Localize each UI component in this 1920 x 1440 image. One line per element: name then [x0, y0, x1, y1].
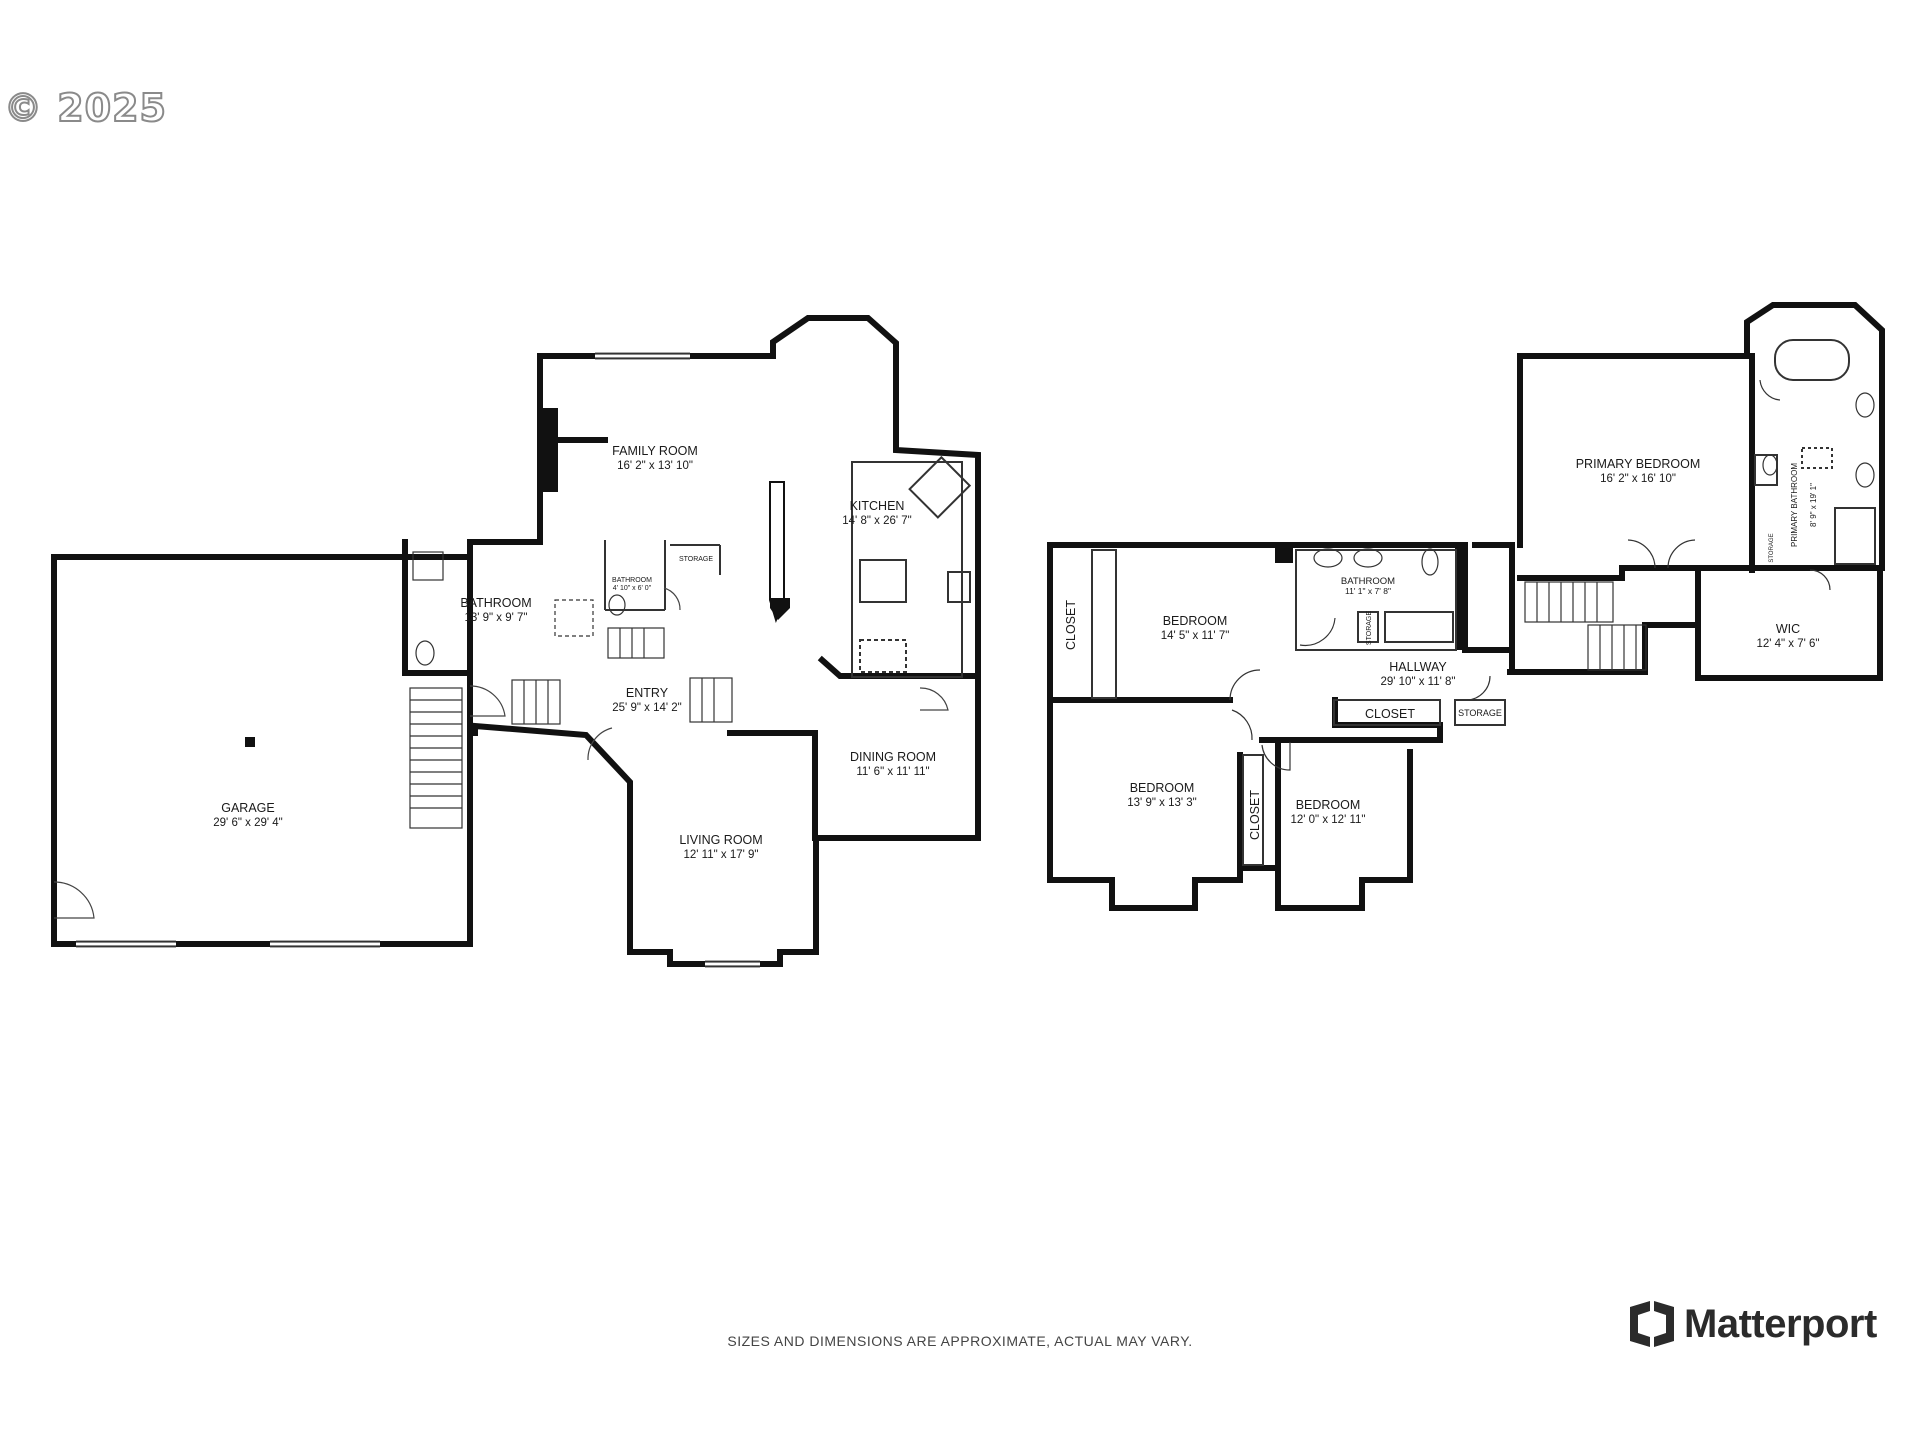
storage-hall-label: STORAGE [1458, 708, 1502, 718]
primary-bedroom-label: PRIMARY BEDROOM [1576, 457, 1701, 471]
matterport-logo: Matterport [1628, 1301, 1877, 1347]
hallway-label: HALLWAY [1389, 660, 1447, 674]
kitchen-dims: 14' 8" x 26' 7" [842, 515, 911, 527]
entry-label: ENTRY [626, 686, 669, 700]
hallway-dims: 29' 10" x 11' 8" [1380, 676, 1455, 688]
f2-bathroom-label: BATHROOM [1341, 576, 1395, 587]
family-room-label: FAMILY ROOM [612, 444, 698, 458]
dining-room-dims: 11' 6" x 11' 11" [856, 766, 929, 778]
half-bath-label: BATHROOM [612, 577, 652, 584]
dining-room-label: DINING ROOM [850, 750, 936, 764]
bathroom-label: BATHROOM [460, 596, 531, 610]
garage-walls [51, 554, 473, 947]
family-room-dims: 16' 2" x 13' 10" [617, 460, 693, 472]
wic-dims: 12' 4" x 7' 6" [1756, 638, 1819, 650]
disclaimer: SIZES AND DIMENSIONS ARE APPROXIMATE, AC… [727, 1333, 1193, 1349]
floor2-left-walls [1047, 542, 1413, 911]
storage-small-label: STORAGE [1366, 611, 1373, 645]
closet-left-label: CLOSET [1064, 600, 1078, 650]
bedroom-a-label: BEDROOM [1163, 614, 1228, 628]
entry-dims: 25' 9" x 14' 2" [612, 702, 681, 714]
bedroom-c-dims: 12' 0" x 12' 11" [1290, 814, 1365, 826]
bedroom-b-dims: 13' 9" x 13' 3" [1127, 797, 1196, 809]
garage-label: GARAGE [221, 801, 275, 815]
closet-mid-label: CLOSET [1248, 790, 1262, 840]
primary-suite-walls [1472, 542, 1515, 675]
bathroom-dims: 13' 9" x 9' 7" [464, 612, 527, 624]
half-bath-dims: 4' 10" x 6' 0" [613, 585, 652, 592]
bedroom-b-label: BEDROOM [1130, 781, 1195, 795]
f2-bathroom-dims: 11' 1" x 7' 8" [1345, 586, 1391, 596]
bedroom-c-label: BEDROOM [1296, 798, 1361, 812]
wic-label: WIC [1776, 622, 1800, 636]
matterport-wordmark: Matterport [1684, 1301, 1877, 1346]
storage-primary-label: STORAGE [1769, 533, 1775, 562]
primary-bathroom-label: PRIMARY BATHROOM [1790, 463, 1799, 547]
storage-label-f1: STORAGE [679, 556, 713, 563]
bedroom-a-dims: 14' 5" x 11' 7" [1161, 630, 1230, 642]
living-room-dims: 12' 11" x 17' 9" [683, 849, 758, 861]
copyright-watermark: © 2025 [3, 85, 167, 131]
garage-dims: 29' 6" x 29' 4" [213, 817, 282, 829]
matterport-logo-icon [1630, 1301, 1674, 1347]
living-room-label: LIVING ROOM [679, 833, 762, 847]
kitchen-label: KITCHEN [850, 499, 905, 513]
primary-bathroom-dims: 8' 9" x 19' 1" [1809, 483, 1818, 527]
primary-bedroom-dims: 16' 2" x 16' 10" [1600, 473, 1676, 485]
closet-hall-label: CLOSET [1365, 707, 1415, 721]
